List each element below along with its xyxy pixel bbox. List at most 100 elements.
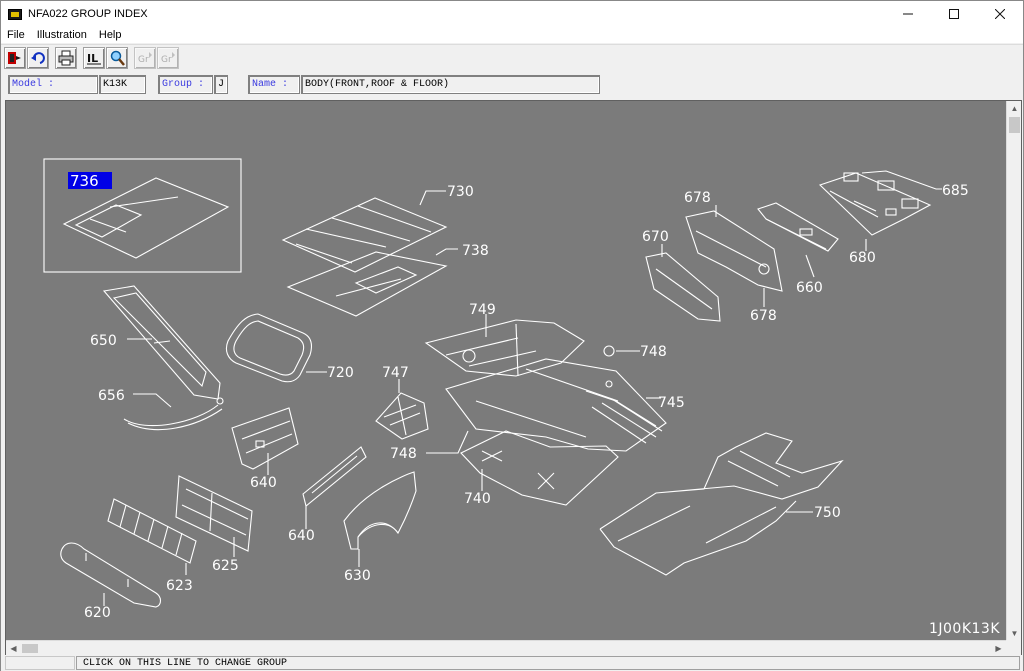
part-630-label[interactable]: 630: [344, 568, 371, 584]
group-next-icon: Gr: [161, 51, 175, 65]
close-button[interactable]: [977, 1, 1023, 27]
part-670-label[interactable]: 670: [642, 229, 669, 245]
leader-685: [861, 170, 942, 190]
horizontal-scroll-thumb[interactable]: [22, 644, 38, 653]
part-650-label[interactable]: 650: [90, 333, 117, 349]
scroll-right-icon[interactable]: ▶: [995, 644, 1002, 653]
rear-wheel-house[interactable]: [645, 252, 721, 322]
minimize-button[interactable]: [885, 1, 931, 27]
inset-frame: [43, 158, 242, 273]
part-736-label[interactable]: 736: [70, 172, 99, 190]
floor-panel[interactable]: [445, 345, 667, 506]
group-next-button[interactable]: Gr: [157, 46, 179, 69]
status-panel-left: [5, 656, 75, 670]
illustration-viewport[interactable]: 736: [5, 100, 1022, 656]
radiator-grille[interactable]: [107, 498, 197, 564]
leader-656: [133, 393, 172, 408]
model-label: Model :: [8, 75, 98, 94]
part-750-label[interactable]: 750: [814, 505, 841, 521]
horizontal-scrollbar[interactable]: ◀ ▶: [6, 640, 1006, 655]
search-icon: [110, 50, 125, 66]
front-bumper[interactable]: [60, 542, 162, 608]
undo-button[interactable]: [27, 46, 49, 69]
shift-boot[interactable]: [375, 392, 429, 440]
part-748a-label[interactable]: 748: [640, 344, 667, 360]
part-678b-label[interactable]: 678: [750, 308, 777, 324]
search-button[interactable]: [106, 46, 128, 69]
leader-660: [805, 254, 815, 278]
group-prev-icon: Gr: [138, 51, 152, 65]
vertical-scrollbar[interactable]: ▲ ▼: [1006, 101, 1021, 641]
exit-button[interactable]: [4, 46, 26, 69]
part-680-label[interactable]: 680: [849, 250, 876, 266]
illustration-button[interactable]: IL: [83, 46, 105, 69]
front-panel[interactable]: [175, 475, 253, 552]
exit-icon: [8, 51, 21, 64]
menu-illustration[interactable]: Illustration: [36, 29, 87, 41]
svg-text:IL: IL: [87, 52, 98, 65]
part-640b-label[interactable]: 640: [288, 528, 315, 544]
close-icon: [995, 9, 1005, 19]
roof-lining[interactable]: [286, 251, 448, 317]
group-prev-button[interactable]: Gr: [134, 46, 156, 69]
vertical-scroll-thumb[interactable]: [1009, 117, 1020, 133]
leader-738: [435, 248, 458, 256]
toolbar: IL Gr Gr: [1, 44, 1023, 70]
info-row: Model : K13K Group : J Name : BODY(FRONT…: [1, 72, 1023, 98]
part-660-label[interactable]: 660: [796, 280, 823, 296]
part-685-label[interactable]: 685: [942, 183, 969, 199]
scroll-down-icon[interactable]: ▼: [1010, 629, 1019, 638]
maximize-button[interactable]: [931, 1, 977, 27]
scroll-left-icon[interactable]: ◀: [10, 644, 17, 653]
side-member-rear[interactable]: [231, 407, 299, 470]
part-640a-label[interactable]: 640: [250, 475, 277, 491]
part-720-label[interactable]: 720: [327, 365, 354, 381]
illustration-icon: IL: [87, 52, 101, 65]
chassis-frame[interactable]: [599, 432, 844, 576]
part-labels: 730 738 749 748 745 747 748 740 750 650 …: [84, 183, 969, 621]
part-656-label[interactable]: 656: [98, 388, 125, 404]
rear-bracket[interactable]: [843, 172, 919, 209]
part-625-label[interactable]: 625: [212, 558, 239, 574]
back-door[interactable]: [102, 285, 224, 405]
part-730-label[interactable]: 730: [447, 184, 474, 200]
front-fender[interactable]: [343, 471, 417, 550]
model-value: K13K: [99, 75, 146, 94]
part-749-label[interactable]: 749: [469, 302, 496, 318]
part-623-label[interactable]: 623: [166, 578, 193, 594]
part-745-label[interactable]: 745: [658, 395, 685, 411]
name-value: BODY(FRONT,ROOF & FLOOR): [301, 75, 600, 94]
print-button[interactable]: [55, 46, 77, 69]
change-group-line[interactable]: CLICK ON THIS LINE TO CHANGE GROUP: [76, 656, 1020, 670]
roof-panel[interactable]: [281, 197, 448, 273]
window-title: NFA022 GROUP INDEX: [28, 8, 148, 20]
part-748b-label[interactable]: 748: [390, 446, 417, 462]
side-member-front[interactable]: [302, 446, 367, 507]
drawing-code: 1J00K13K: [928, 621, 1000, 637]
part-747-label[interactable]: 747: [382, 365, 409, 381]
rear-quarter-inner[interactable]: [685, 210, 783, 292]
scroll-up-icon[interactable]: ▲: [1010, 104, 1019, 113]
status-bar: CLICK ON THIS LINE TO CHANGE GROUP: [1, 655, 1023, 671]
print-icon: [58, 50, 74, 65]
rear-end-panel[interactable]: [818, 172, 932, 236]
window-controls: [885, 1, 1023, 27]
parts-illustration[interactable]: 736: [6, 101, 1006, 641]
back-door-stay[interactable]: [123, 404, 223, 431]
rear-cross-member[interactable]: [757, 202, 839, 252]
menu-bar: File Illustration Help: [1, 27, 1023, 43]
app-icon: [8, 8, 22, 20]
leader-748b: [426, 430, 469, 454]
part-678a-label[interactable]: 678: [684, 190, 711, 206]
menu-help[interactable]: Help: [98, 29, 122, 41]
part-740-label[interactable]: 740: [464, 491, 491, 507]
dash-panel[interactable]: [424, 319, 585, 377]
selected-part-highlight: [68, 172, 112, 189]
menu-file[interactable]: File: [7, 29, 25, 41]
part-620-label[interactable]: 620: [84, 605, 111, 621]
windshield-glass[interactable]: [225, 313, 313, 383]
leader-730: [419, 190, 446, 206]
group-prev-label: Gr: [138, 55, 149, 65]
part-738-label[interactable]: 738: [462, 243, 489, 259]
group-next-label: Gr: [161, 55, 172, 65]
